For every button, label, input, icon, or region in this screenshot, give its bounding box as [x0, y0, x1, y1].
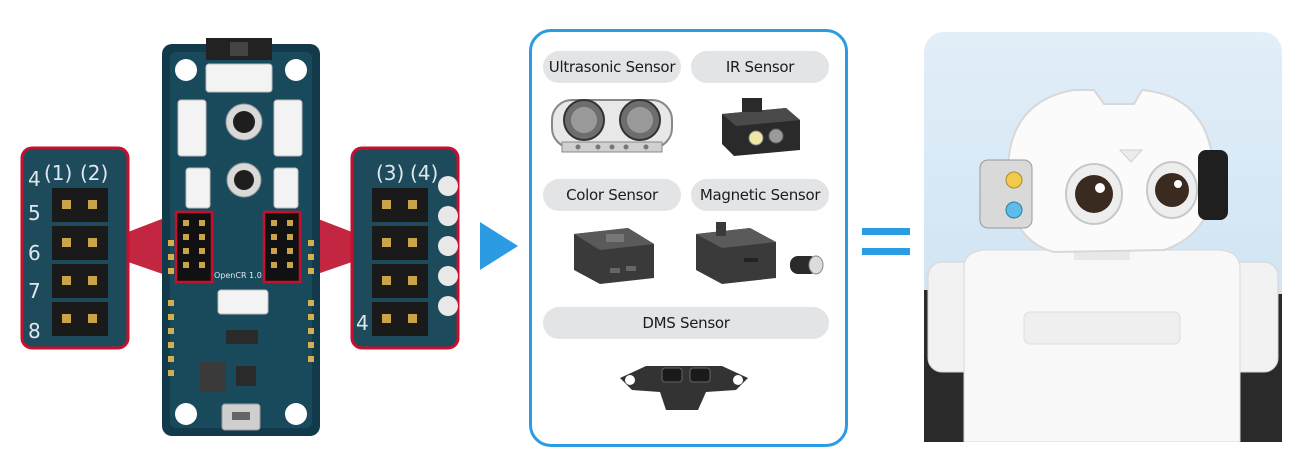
ir-sensor-label: IR Sensor: [691, 51, 829, 83]
color-sensor-image: [574, 228, 654, 284]
color-sensor-label: Color Sensor: [543, 179, 681, 211]
ultrasonic-sensor-image: [551, 99, 673, 153]
zoom-right-label-3: (3): [376, 161, 404, 185]
magnet-image: [790, 255, 824, 275]
dms-sensor-label: DMS Sensor: [543, 307, 829, 339]
magnetic-sensor-image: [696, 222, 776, 284]
pcb-board: OpenCR 1.0: [162, 38, 320, 436]
dms-sensor-image: [620, 366, 748, 410]
zoom-left-label-7: 7: [28, 279, 41, 303]
zoom-box-right: (3) (4) 4: [350, 146, 460, 350]
ultrasonic-sensor-label: Ultrasonic Sensor: [543, 51, 681, 83]
arrow-right-icon: [480, 222, 518, 270]
magnetic-sensor-label: Magnetic Sensor: [691, 179, 829, 211]
zoom-left-label-1: (1): [44, 161, 72, 185]
zoom-left-label-6: 6: [28, 241, 41, 265]
zoom-left-label-2: (2): [80, 161, 108, 185]
zoom-left-label-4: 4: [28, 167, 41, 191]
zoom-box-left: 4 (1) (2) 5 6 7 8: [20, 146, 130, 350]
robot-illustration: [924, 32, 1282, 442]
board-silk-text: OpenCR 1.0: [214, 271, 262, 280]
zoom-left-label-5: 5: [28, 201, 41, 225]
ir-sensor-image: [722, 98, 800, 156]
equals-icon: [862, 228, 910, 255]
zoom-right-label-side: 4: [356, 311, 369, 335]
zoom-right-label-4: (4): [410, 161, 438, 185]
zoom-left-label-8: 8: [28, 319, 41, 343]
controller-board-illustration: OpenCR 1.0 4 (1) (2) 5 6 7 8: [20, 38, 460, 436]
